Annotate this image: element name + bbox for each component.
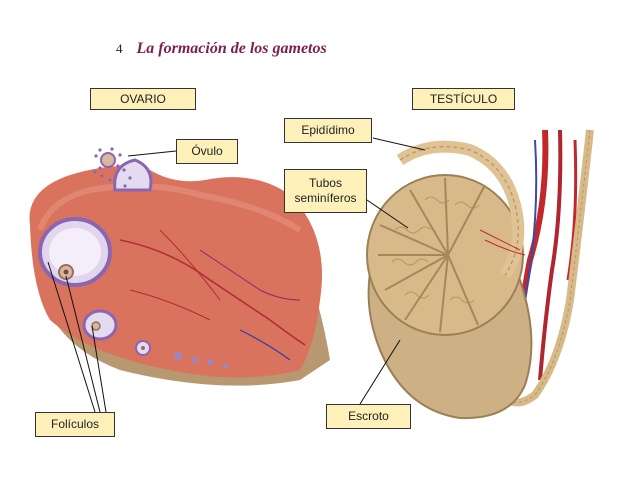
label-escroto: Escroto bbox=[326, 404, 411, 429]
page-title: La formación de los gametos bbox=[136, 40, 327, 57]
seminiferous-lobules bbox=[378, 177, 486, 333]
label-pointers bbox=[47, 137, 426, 413]
testis-illustration bbox=[366, 129, 594, 420]
label-epididimo: Epidídimo bbox=[284, 118, 372, 143]
page-header: 4 La formación de los gametos bbox=[116, 40, 327, 58]
label-tubos-line1: Tubos bbox=[309, 176, 342, 190]
label-tubos-line2: seminíferos bbox=[294, 191, 357, 205]
ovary-illustration bbox=[29, 147, 330, 386]
label-ovulo: Óvulo bbox=[176, 139, 238, 164]
page-number: 4 bbox=[116, 41, 123, 56]
label-testiculo: TESTÍCULO bbox=[412, 88, 515, 110]
ovary-vessel bbox=[119, 239, 306, 346]
ruptured-follicle bbox=[113, 158, 153, 192]
ovum-corona bbox=[93, 147, 132, 188]
ovum bbox=[100, 152, 116, 168]
label-foliculos: Folículos bbox=[35, 412, 115, 437]
label-tubos-seminiferos: Tubos seminíferos bbox=[284, 169, 367, 213]
label-ovario: OVARIO bbox=[90, 88, 196, 110]
